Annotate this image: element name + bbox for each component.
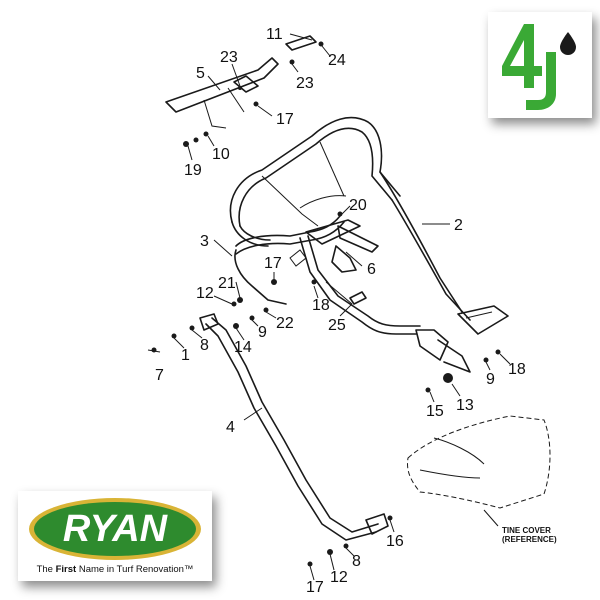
callout-9: 9 <box>486 371 495 388</box>
four-j-mark-icon <box>502 24 556 110</box>
callout-12: 12 <box>196 285 214 302</box>
callout-9: 9 <box>258 324 267 341</box>
callout-25: 25 <box>328 317 346 334</box>
callout-17: 17 <box>264 255 282 272</box>
callout-14: 14 <box>234 339 252 356</box>
leader-lines <box>147 33 511 581</box>
callout-6: 6 <box>367 261 376 278</box>
callout-5: 5 <box>196 65 205 82</box>
callout-16: 16 <box>386 533 404 550</box>
grip-part-11 <box>285 35 317 51</box>
upper-handle-part-2 <box>229 116 509 335</box>
hardware-dots <box>151 41 501 567</box>
callout-17: 17 <box>306 579 324 596</box>
ryan-wordmark: RYAN <box>63 508 169 550</box>
callout-12: 12 <box>330 569 348 586</box>
callout-8: 8 <box>200 337 209 354</box>
callout-23: 23 <box>220 49 238 66</box>
ryan-logo: RYAN The First Name in Turf Renovation™ <box>18 491 212 581</box>
callout-10: 10 <box>212 146 230 163</box>
callout-1: 1 <box>181 347 190 364</box>
tine-cover-sublabel: (REFERENCE) <box>502 535 557 544</box>
linkage-parts-6-20-25 <box>289 219 379 305</box>
callout-23: 23 <box>296 75 314 92</box>
callout-numbers: 11 24 23 23 5 17 10 19 20 2 3 17 6 21 12… <box>155 26 526 596</box>
callout-18: 18 <box>508 361 526 378</box>
ryan-tagline: The First Name in Turf Renovation™ <box>36 564 194 575</box>
callout-8: 8 <box>352 553 361 570</box>
crossbar-part-5 <box>165 57 279 129</box>
callout-15: 15 <box>426 403 444 420</box>
four-j-logo <box>488 12 592 118</box>
callout-3: 3 <box>200 233 209 250</box>
callout-17: 17 <box>276 111 294 128</box>
tine-cover-label: TINE COVER <box>502 526 551 535</box>
ryan-green-oval-icon <box>34 502 196 556</box>
callout-19: 19 <box>184 162 202 179</box>
four-j-drop-icon <box>560 32 576 55</box>
callout-4: 4 <box>226 419 235 436</box>
lower-handle-part-3 <box>234 215 471 373</box>
tine-cover-reference <box>407 415 551 527</box>
callout-22: 22 <box>276 315 294 332</box>
callout-13: 13 <box>456 397 474 414</box>
callout-24: 24 <box>328 52 346 69</box>
lower-rod-part-4 <box>199 313 389 541</box>
callout-11: 11 <box>266 26 283 43</box>
callout-21: 21 <box>218 275 236 292</box>
callout-7: 7 <box>155 367 164 384</box>
callout-2: 2 <box>454 217 463 234</box>
callout-18: 18 <box>312 297 330 314</box>
callout-20: 20 <box>349 197 367 214</box>
